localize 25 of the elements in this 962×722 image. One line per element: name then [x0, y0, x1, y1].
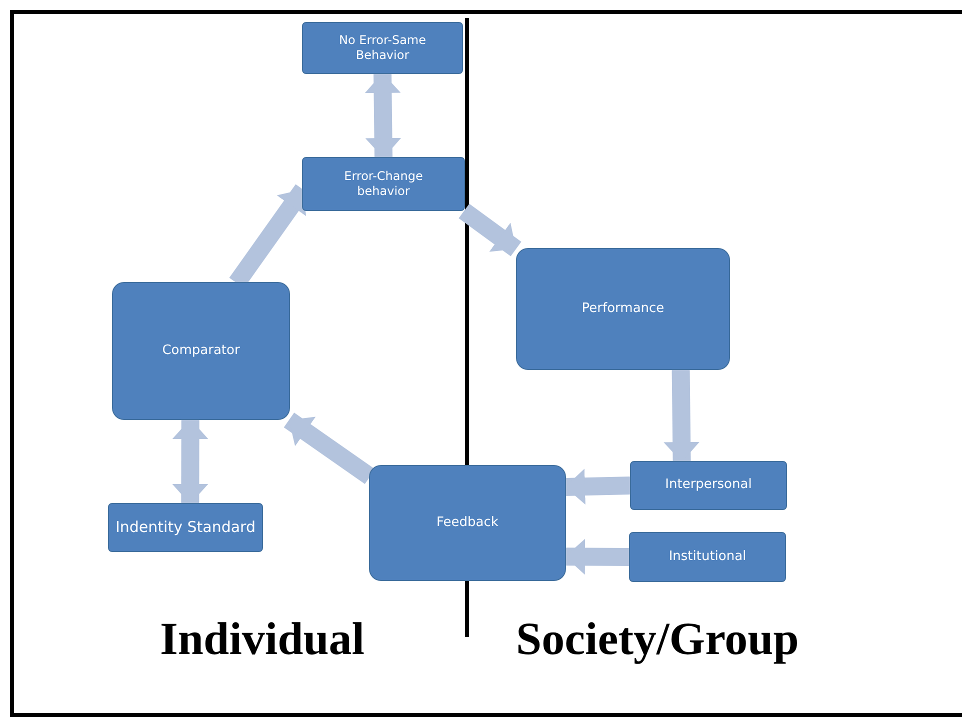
block-arrow	[284, 412, 376, 484]
block-arrow	[458, 204, 522, 256]
block-arrow	[364, 72, 402, 158]
process-box	[302, 157, 465, 211]
block-arrow	[172, 418, 208, 504]
section-label: Individual	[160, 612, 365, 665]
box-label: Performance	[580, 300, 666, 318]
section-label: Society/Group	[516, 612, 799, 665]
process-box	[516, 248, 730, 370]
block-arrow	[564, 468, 632, 505]
block-arrow	[664, 368, 700, 462]
box-label: Comparator	[161, 342, 241, 360]
box-label: Indentity Standard	[114, 518, 256, 537]
process-box	[108, 503, 263, 552]
box-label: No Error-Same Behavior	[338, 33, 427, 63]
process-box	[629, 532, 786, 582]
process-box	[630, 461, 787, 510]
box-label: Interpersonal	[664, 477, 753, 494]
block-arrow	[564, 538, 630, 575]
box-label: Feedback	[436, 514, 500, 532]
process-box	[302, 22, 463, 74]
box-label: Institutional	[668, 548, 748, 566]
process-box	[369, 465, 566, 581]
process-box	[112, 282, 290, 420]
box-label: Error-Change behavior	[343, 169, 424, 199]
